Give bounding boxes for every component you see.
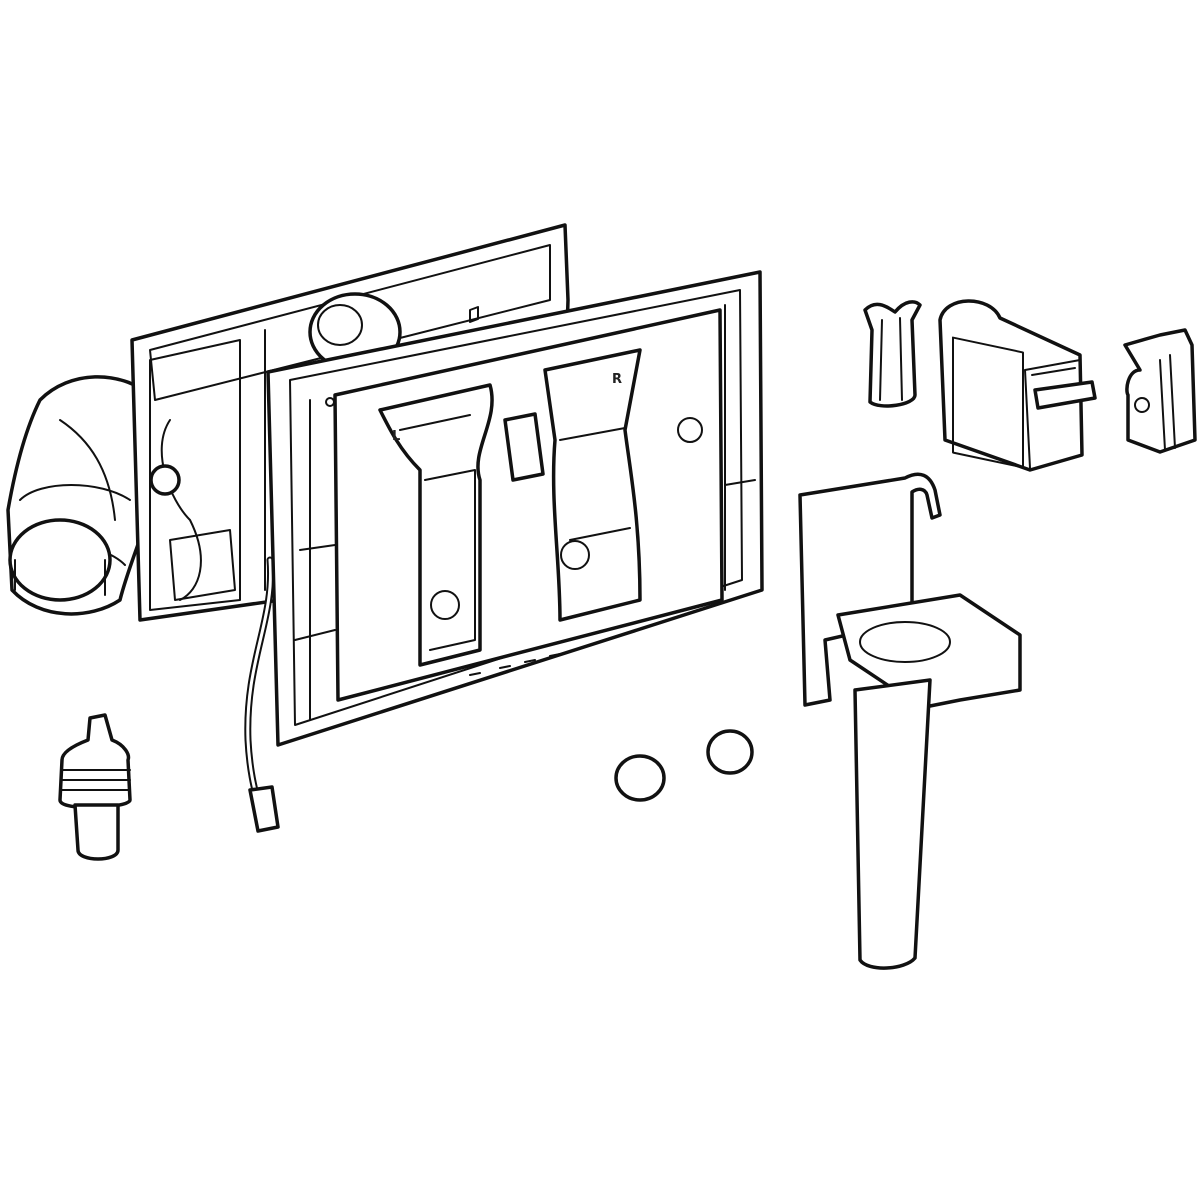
clip-cover — [1123, 328, 1197, 454]
plug-adapter — [58, 713, 132, 861]
elbow-connector — [6, 375, 162, 616]
cap-1 — [614, 754, 666, 802]
left-button-label: L — [392, 429, 400, 444]
filter-cartridge — [938, 299, 1097, 472]
cable — [244, 556, 280, 833]
front-frame: L R — [266, 270, 764, 747]
holder — [798, 472, 1022, 970]
bag — [863, 300, 922, 408]
cap-2 — [706, 729, 754, 775]
right-button-label: R — [612, 372, 622, 387]
